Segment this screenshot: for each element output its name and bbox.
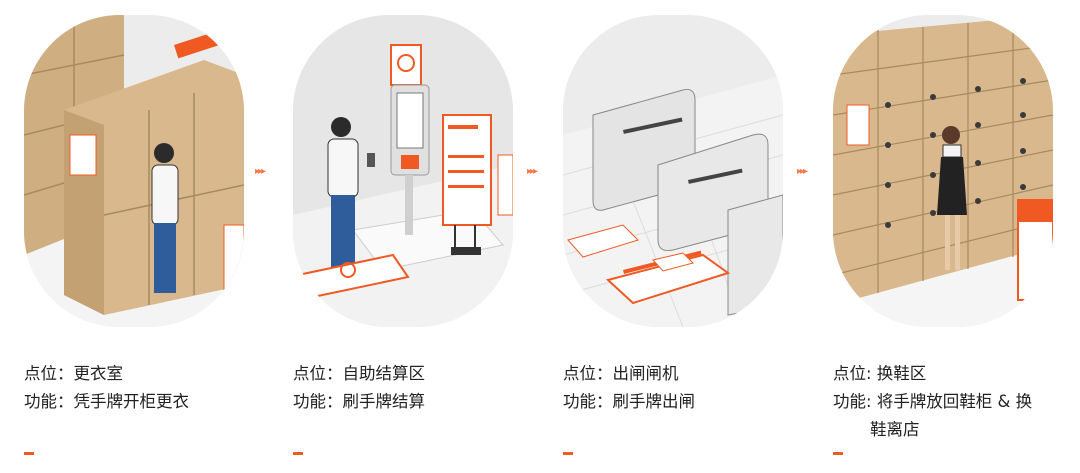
illustration-shoe-change <box>833 15 1053 327</box>
step-shoe-change: 点位: 换鞋区 功能: 将手牌放回鞋柜 & 换 鞋离店 <box>833 0 1073 473</box>
function-label: 功能: 将手牌放回鞋柜 & 换 <box>833 392 1033 411</box>
accent-dash <box>293 452 303 455</box>
flow-arrow-icon: ▸▸▸ <box>797 166 808 177</box>
location-label: 点位：自助结算区 <box>293 364 425 383</box>
step-locker-room: 点位：更衣室 功能：凭手牌开柜更衣 <box>24 0 264 473</box>
location-label: 点位：更衣室 <box>24 364 123 383</box>
function-label: 功能：刷手牌出闸 <box>563 392 695 411</box>
flow-arrow-icon: ▸▸▸ <box>527 166 538 177</box>
accent-dash <box>24 452 34 455</box>
function-label: 功能：刷手牌结算 <box>293 392 425 411</box>
step-exit-gate: 点位：出闸闸机 功能：刷手牌出闸 <box>563 0 803 473</box>
function-label: 功能：凭手牌开柜更衣 <box>24 392 189 411</box>
accent-dash <box>563 452 573 455</box>
illustration-self-checkout <box>293 15 513 327</box>
location-label: 点位: 换鞋区 <box>833 364 927 383</box>
step-self-checkout: 点位：自助结算区 功能：刷手牌结算 <box>293 0 533 473</box>
flow-arrow-icon: ▸▸▸ <box>255 166 266 177</box>
function-label-continued: 鞋离店 <box>870 420 920 439</box>
accent-dash <box>833 452 843 455</box>
location-label: 点位：出闸闸机 <box>563 364 679 383</box>
illustration-locker-room <box>24 15 244 327</box>
illustration-exit-gate <box>563 15 783 327</box>
